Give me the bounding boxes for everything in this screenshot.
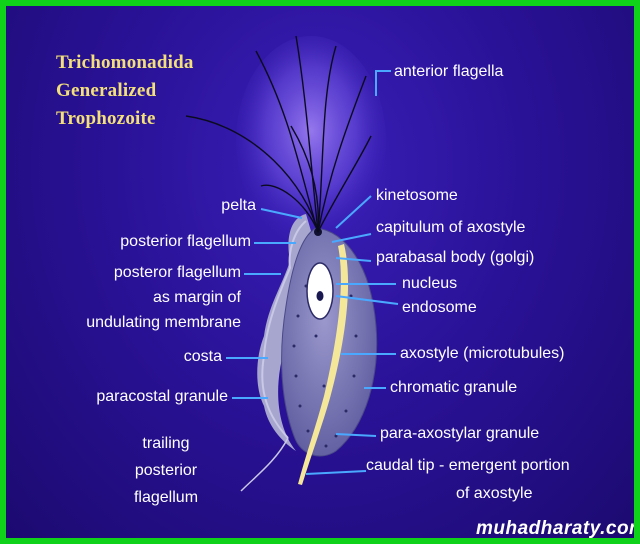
title-line-3: Trophozoite: [56, 108, 156, 129]
label-endosome: endosome: [402, 299, 477, 316]
label-trailing-2: posterior: [134, 462, 198, 479]
label-para-axostylar: para-axostylar granule: [380, 425, 540, 442]
cell-body: [281, 227, 378, 457]
trailing-flagellum-line: [240, 437, 289, 492]
label-undulating-3: undulating membrane: [86, 314, 241, 331]
label-kinetosome: kinetosome: [376, 187, 458, 204]
title-line-1: Trichomonadida: [56, 52, 194, 73]
endosome-shape: [316, 291, 324, 301]
title-line-2: Generalized: [56, 80, 157, 101]
label-axostyle: axostyle (microtubules): [400, 345, 565, 362]
label-undulating-2: as margin of: [152, 289, 241, 306]
anterior-flagella-lines: [185, 35, 372, 233]
label-nucleus: nucleus: [402, 275, 458, 292]
slide-frame: Trichomonadida Generalized Trophozoite a…: [6, 6, 634, 538]
watermark: muhadharaty.com: [476, 518, 634, 538]
label-chromatic-granule: chromatic granule: [390, 379, 518, 396]
label-paracostal: paracostal granule: [96, 388, 228, 405]
label-trailing-1: trailing: [142, 435, 190, 452]
leader-lines: [226, 70, 399, 475]
label-costa: costa: [183, 348, 222, 365]
label-parabasal: parabasal body (golgi): [376, 249, 535, 266]
flagella-glow: [236, 36, 386, 246]
label-pelta: pelta: [221, 197, 256, 214]
label-capitulum: capitulum of axostyle: [376, 219, 526, 236]
label-caudal-tip-2: of axostyle: [456, 485, 533, 502]
label-trailing-3: flagellum: [133, 489, 199, 506]
axostyle-shape: [298, 244, 349, 485]
label-undulating-1: posteror flagellum: [113, 264, 241, 281]
label-caudal-tip-1: caudal tip - emergent portion: [366, 457, 570, 474]
posterior-flagellum-line: [261, 220, 307, 439]
granules: [292, 284, 358, 448]
trichomonad-diagram: [185, 35, 399, 492]
label-posterior-flagellum: posterior flagellum: [120, 233, 251, 250]
label-anterior-flagella: anterior flagella: [394, 63, 504, 80]
